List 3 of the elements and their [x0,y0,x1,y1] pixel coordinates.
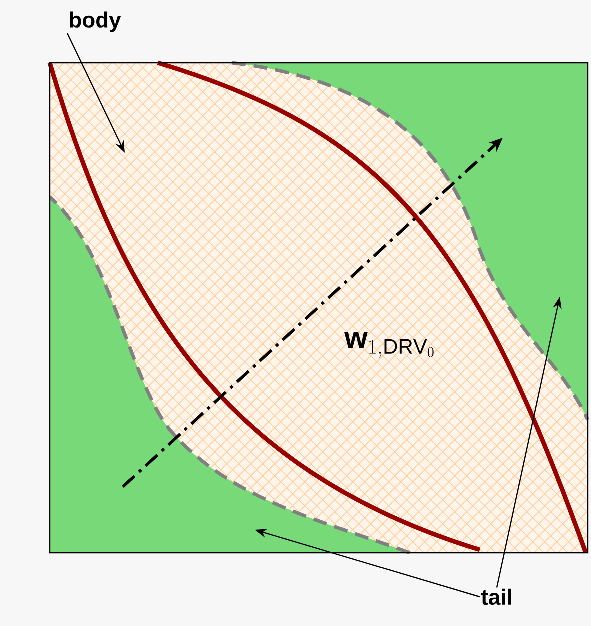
callout-text: body [70,12,122,32]
callout-text: tail [481,588,512,606]
vector-label: $\mathbf{w}_{1,\mathrm{DRV}_0}$ [344,332,434,358]
